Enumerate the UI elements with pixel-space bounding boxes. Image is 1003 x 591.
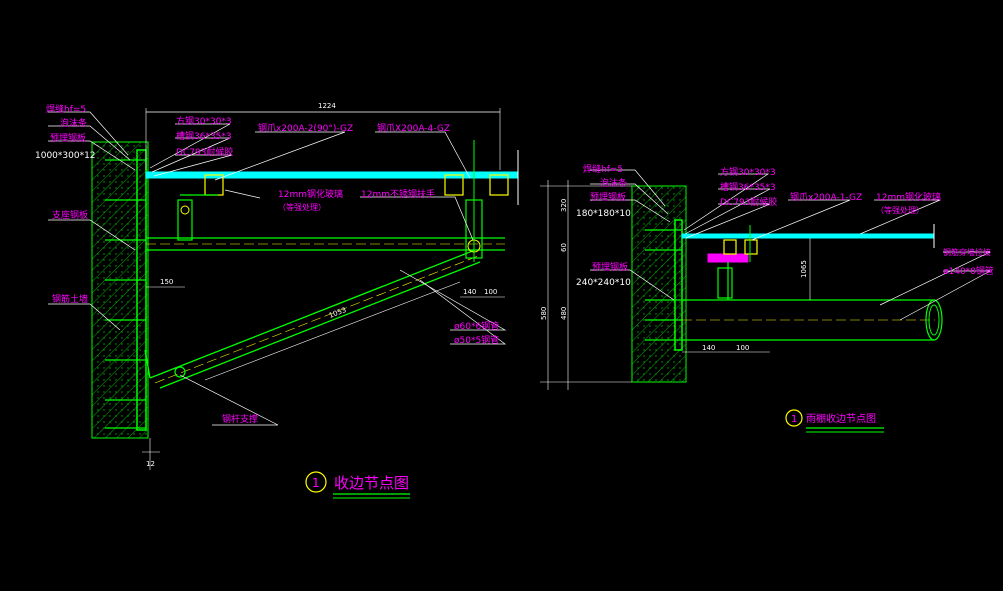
left-fitting-b xyxy=(444,140,509,262)
left-label-plate-1000: 1000*300*12 xyxy=(35,151,96,161)
right-label-plate-180: 180*180*10 xyxy=(576,209,631,219)
left-detail xyxy=(48,108,519,499)
right-label-channel: 槽钢36*35*3 xyxy=(720,181,776,193)
right-label-embed-plate: 预埋钢板 xyxy=(590,191,626,203)
right-detail xyxy=(540,169,991,433)
left-label-concrete: 钢筋土墙 xyxy=(52,293,88,305)
left-dim-bottom: 12 xyxy=(146,460,155,468)
left-title-no: 1 xyxy=(312,476,320,490)
right-label-square-tube: 方钢30*30*3 xyxy=(720,166,776,178)
left-label-brace: 钢杆支撑 xyxy=(222,413,258,425)
right-dim-480: 480 xyxy=(560,307,568,320)
left-anchors xyxy=(105,159,146,429)
left-label-square-tube: 方钢30*30*3 xyxy=(176,115,232,127)
right-title-no: 1 xyxy=(791,414,797,425)
right-label-plate-240: 240*240*10 xyxy=(576,278,631,288)
left-label-weld: 焊缝hf=5 xyxy=(46,103,86,115)
right-title-text: 雨棚收边节点图 xyxy=(806,412,876,425)
left-dim-140: 140 xyxy=(463,288,476,296)
left-label-fitting-a: 钢爪x200A-2(90°)-GZ xyxy=(258,122,353,134)
left-label-channel: 槽钢36*35*3 xyxy=(176,130,232,142)
right-label-embed-plate-b: 预埋钢板 xyxy=(592,261,628,273)
left-dim-150: 150 xyxy=(160,278,173,286)
left-label-fitting-b: 钢爪X200A-4-GZ xyxy=(377,122,450,134)
right-label-glass-note: （等强处理） xyxy=(876,205,924,215)
right-dim-140: 140 xyxy=(702,344,715,352)
right-label-fitting: 钢爪x200A-1-GZ xyxy=(790,191,862,203)
right-dim-h: 1065 xyxy=(800,260,808,278)
left-label-dc793: DC793耐候胶 xyxy=(176,146,233,158)
right-dim-320: 320 xyxy=(560,199,568,212)
right-glass-panel xyxy=(681,233,935,239)
right-label-foam: 泡沫条 xyxy=(600,177,627,189)
left-label-foam: 泡沫条 xyxy=(60,117,87,129)
left-label-embed-plate: 预埋钢板 xyxy=(50,132,86,144)
left-label-glass: 12mm钢化玻璃 xyxy=(278,188,343,200)
left-label-rail: 12mm不锈钢扶手 xyxy=(361,188,435,200)
right-label-dc793: DC793耐候胶 xyxy=(720,196,777,208)
left-title-text: 收边节点图 xyxy=(334,474,409,492)
left-embed-plate xyxy=(136,149,147,431)
right-label-pipe140: ø140*8钢管 xyxy=(943,265,994,277)
right-label-glass: 12mm钢化玻璃 xyxy=(876,191,941,203)
right-label-weld: 焊缝hf=5 xyxy=(583,163,623,175)
left-label-pipe50: ø50*5钢管 xyxy=(454,334,499,346)
left-title xyxy=(305,471,410,499)
right-label-steel-rod: 钢筋穿墙拉接 xyxy=(943,247,991,257)
left-label-pipe60: ø60*6钢管 xyxy=(454,320,499,332)
right-dim-580: 580 xyxy=(540,307,548,320)
left-dim-100: 100 xyxy=(484,288,497,296)
left-leaders xyxy=(48,111,507,426)
right-dim-60: 60 xyxy=(560,243,568,252)
right-dim-100: 100 xyxy=(736,344,749,352)
left-fitting-a xyxy=(177,174,224,241)
right-embed-plate xyxy=(674,219,683,351)
left-label-glass-note: （等强处理） xyxy=(278,202,326,212)
right-title xyxy=(785,409,884,433)
left-label-anchor: 支座钢板 xyxy=(52,209,88,221)
right-fitting xyxy=(707,225,758,300)
left-dim-top: 1224 xyxy=(318,102,336,110)
